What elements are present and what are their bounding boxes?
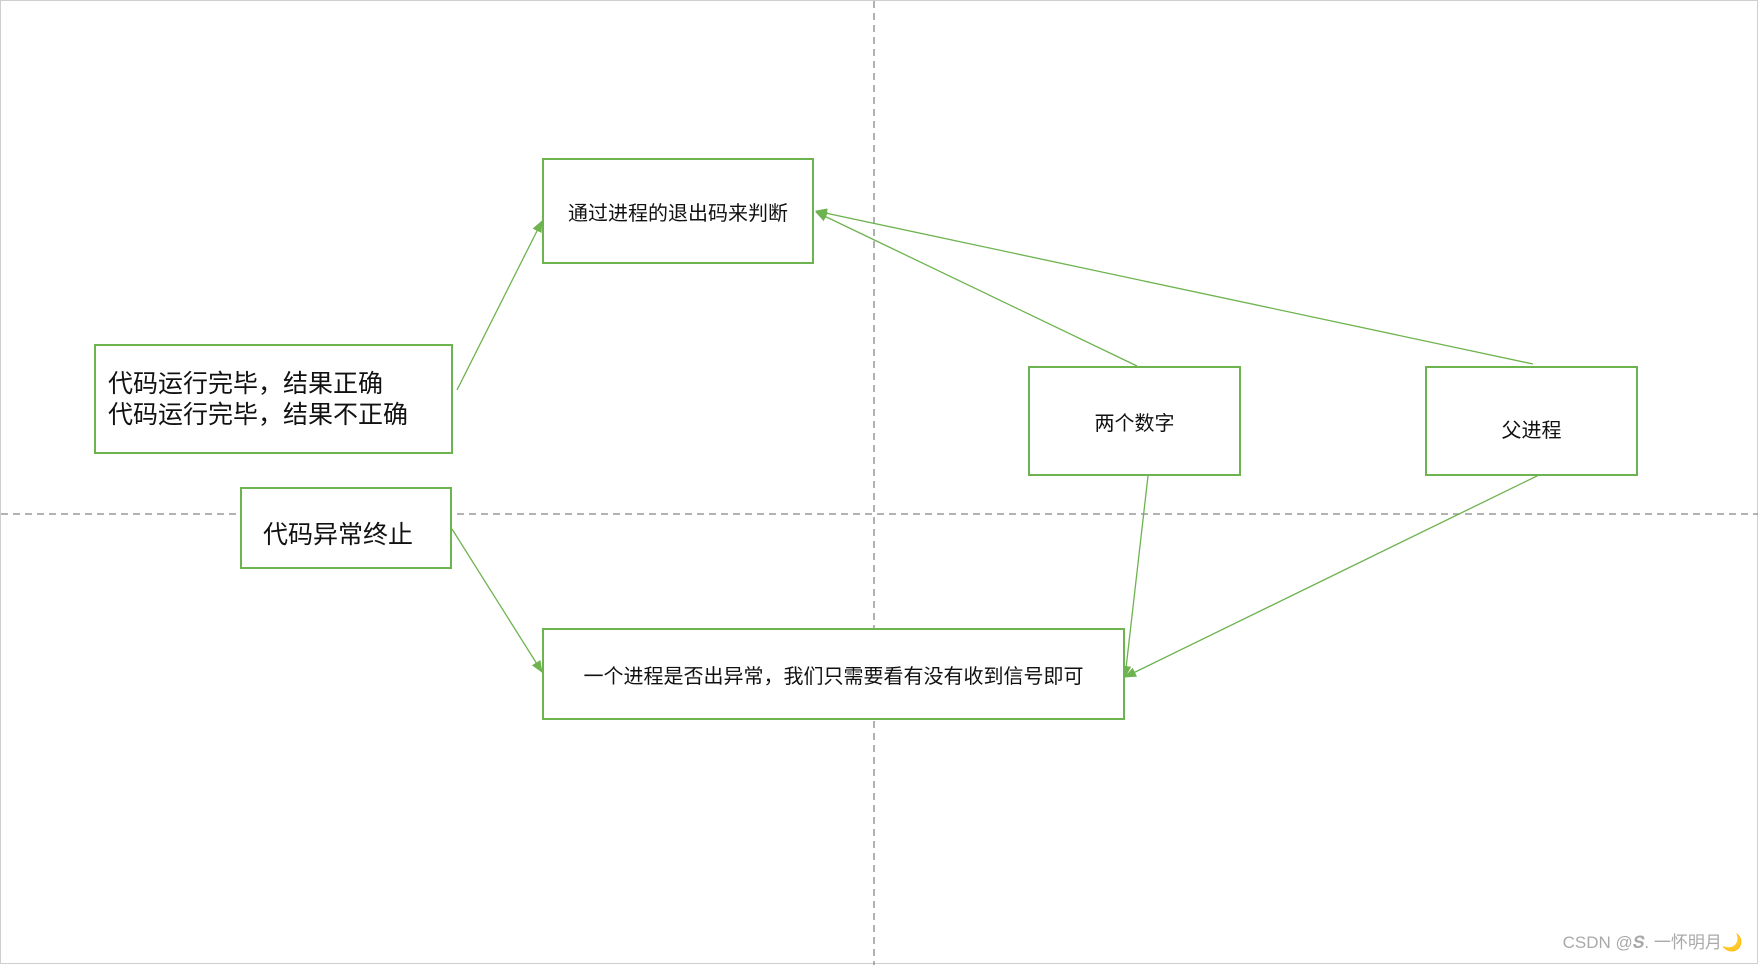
parent-process-label: 父进程 [1501,417,1562,442]
arrow-abnormal-to-signal [451,528,543,673]
csdn-watermark: CSDN @𝑺. 一怀明月🌙 [1562,933,1743,952]
signal-check-label: 一个进程是否出异常，我们只需要看有没有收到信号即可 [583,663,1084,688]
parent-process-box: 父进程 [1425,366,1638,476]
two-numbers-box: 两个数字 [1028,366,1241,476]
signal-check-box: 一个进程是否出异常，我们只需要看有没有收到信号即可 [542,628,1125,720]
normal-end-line-2: 代码运行完毕，结果不正确 [108,400,409,429]
normal-end-box: 代码运行完毕，结果正确 代码运行完毕，结果不正确 [94,344,453,454]
exit-code-label: 通过进程的退出码来判断 [568,200,788,225]
two-numbers-label: 两个数字 [1094,410,1175,435]
arrow-parent-to-exitcode [815,208,1534,365]
arrow-twonumbers-to-exitcode [815,211,1138,367]
abnormal-end-box: 代码异常终止 [240,487,452,569]
abnormal-end-label: 代码异常终止 [263,520,414,549]
arrow-parent-to-signal [1124,473,1542,678]
exit-code-box: 通过进程的退出码来判断 [542,158,814,264]
arrow-twonumbers-to-signal [1121,475,1149,678]
arrow-normal-to-exitcode [456,220,543,391]
normal-end-line-1: 代码运行完毕，结果正确 [108,369,384,398]
